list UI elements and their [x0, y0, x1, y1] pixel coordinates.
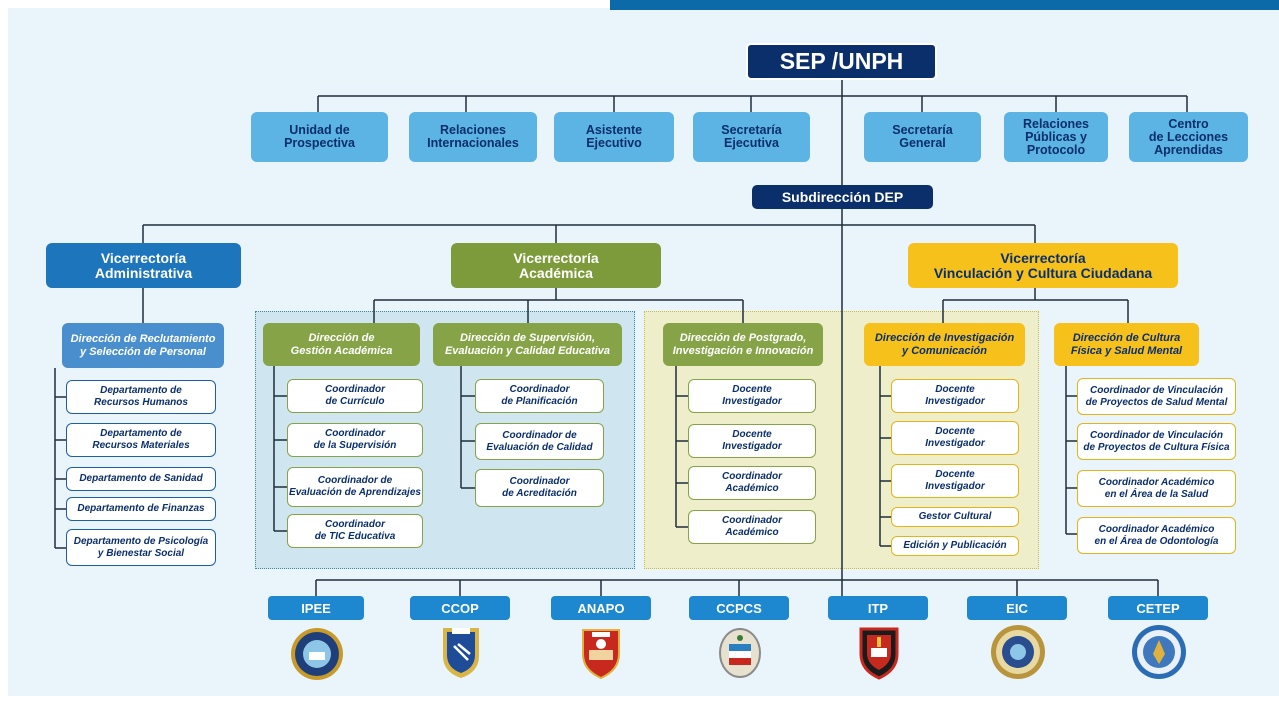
supervision-item-evaluacion-calidad: Coordinador de Evaluación de Calidad [475, 423, 604, 460]
unit-eic: EIC [967, 596, 1067, 620]
gestion-item-tic: Coordinador de TIC Educativa [287, 514, 423, 548]
staff-unit-secretaria-general: Secretaría General [864, 112, 981, 162]
unit-anapo: ANAPO [551, 596, 651, 620]
staff-unit-asistente-ejecutivo: Asistente Ejecutivo [554, 112, 674, 162]
ccop-shield-icon [443, 628, 479, 678]
admin-item-sanidad: Departamento de Sanidad [66, 467, 216, 491]
supervision-item-planificacion: Coordinador de Planificación [475, 379, 604, 413]
admin-item-finanzas: Departamento de Finanzas [66, 497, 216, 521]
subdireccion-box: Subdirección DEP [752, 185, 933, 209]
vicerrectoria-administrativa: Vicerrectoría Administrativa [46, 243, 241, 288]
cultura-item-salud-mental: Coordinador de Vinculación de Proyectos … [1077, 378, 1236, 415]
ccpcs-emblem-icon [719, 628, 761, 678]
ipee-emblem-icon [291, 628, 343, 680]
admin-item-psicologia: Departamento de Psicología y Bienestar S… [66, 529, 216, 566]
staff-unit-lecciones-aprendidas: Centro de Lecciones Aprendidas [1129, 112, 1248, 162]
cultura-item-cultura-fisica: Coordinador de Vinculación de Proyectos … [1077, 423, 1236, 460]
direccion-supervision: Dirección de Supervisión, Evaluación y C… [433, 323, 622, 366]
direccion-cultura: Dirección de Cultura Física y Salud Ment… [1054, 323, 1199, 366]
cultura-item-odontologia: Coordinador Académico en el Área de Odon… [1077, 517, 1236, 554]
top-accent-bar [610, 0, 1279, 10]
postgrado-item-docente-2: Docente Investigador [688, 424, 816, 458]
unit-itp: ITP [828, 596, 928, 620]
postgrado-item-docente-1: Docente Investigador [688, 379, 816, 413]
investigacion-item-gestor-cultural: Gestor Cultural [891, 507, 1019, 527]
admin-item-recursos-humanos: Departamento de Recursos Humanos [66, 380, 216, 414]
direccion-postgrado: Dirección de Postgrado, Investigación e … [663, 323, 823, 366]
vicerrectoria-vinculacion: Vicerrectoría Vinculación y Cultura Ciud… [908, 243, 1178, 288]
anapo-shield-icon [582, 629, 620, 680]
unit-ipee: IPEE [268, 596, 364, 620]
admin-item-recursos-materiales: Departamento de Recursos Materiales [66, 423, 216, 457]
cetep-emblem-icon [1132, 625, 1186, 679]
investigacion-item-docente-3: Docente Investigador [891, 464, 1019, 498]
direccion-investigacion: Dirección de Investigación y Comunicació… [864, 323, 1025, 366]
direccion-gestion-academica: Dirección de Gestión Académica [263, 323, 420, 366]
cultura-item-area-salud: Coordinador Académico en el Área de la S… [1077, 470, 1236, 507]
investigacion-item-edicion: Edición y Publicación [891, 536, 1019, 556]
investigacion-item-docente-2: Docente Investigador [891, 421, 1019, 455]
postgrado-item-coordinador-1: Coordinador Académico [688, 466, 816, 500]
gestion-item-curriculo: Coordinador de Currículo [287, 379, 423, 413]
unit-ccpcs: CCPCS [689, 596, 789, 620]
gestion-item-supervision: Coordinador de la Supervisión [287, 423, 423, 457]
postgrado-item-coordinador-2: Coordinador Académico [688, 510, 816, 544]
supervision-item-acreditacion: Coordinador de Acreditación [475, 469, 604, 507]
direccion-reclutamiento: Dirección de Reclutamiento y Selección d… [62, 323, 224, 368]
itp-shield-icon [859, 627, 899, 680]
vicerrectoria-academica: Vicerrectoría Académica [451, 243, 661, 288]
top-title-box: SEP /UNPH [746, 43, 937, 80]
unit-ccop: CCOP [410, 596, 510, 620]
unit-cetep: CETEP [1108, 596, 1208, 620]
staff-unit-relaciones-internacionales: Relaciones Internacionales [409, 112, 537, 162]
eic-emblem-icon [991, 625, 1045, 679]
investigacion-item-docente-1: Docente Investigador [891, 379, 1019, 413]
staff-unit-relaciones-publicas: Relaciones Públicas y Protocolo [1004, 112, 1108, 162]
staff-unit-secretaria-ejecutiva: Secretaría Ejecutiva [693, 112, 810, 162]
gestion-item-evaluacion-aprendizajes: Coordinador de Evaluación de Aprendizaje… [287, 467, 423, 507]
staff-unit-prospectiva: Unidad de Prospectiva [251, 112, 388, 162]
